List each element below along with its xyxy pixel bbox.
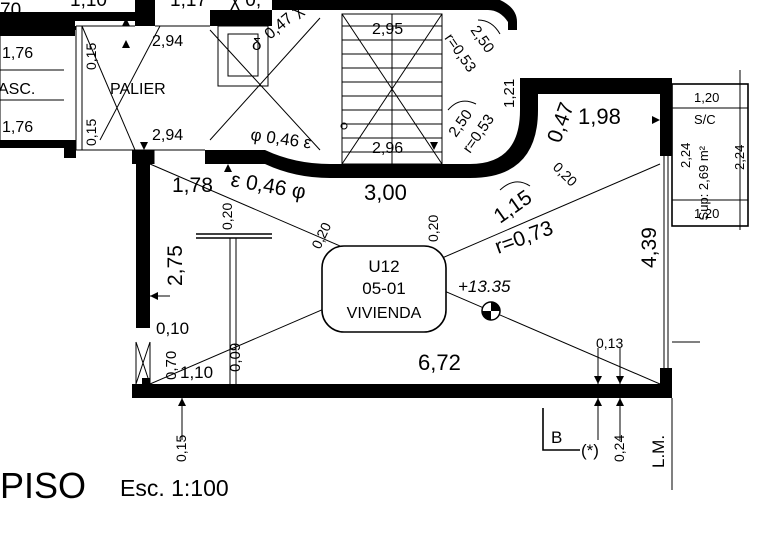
dim-stair-r1: 2,50 — [467, 23, 498, 57]
dim-annex-120-top: 1,20 — [694, 90, 719, 105]
wall-top-right — [210, 10, 272, 26]
dim-room-198: 1,98 — [578, 104, 621, 129]
dim-room-020-c: 0,20 — [425, 215, 441, 242]
dim-room-178: 1,78 — [172, 174, 213, 197]
level-value: +13.35 — [458, 277, 511, 296]
dim-bottom-024: 0,24 — [611, 435, 627, 462]
dim-annex-224-a: 2,24 — [678, 143, 693, 168]
dim-room-115: 1,15 — [490, 186, 537, 228]
unit-number: 05-01 — [362, 279, 405, 298]
dim-landing-bottom: 2,94 — [152, 127, 183, 144]
wall-room-left — [136, 150, 150, 328]
wall-curve-lower — [205, 78, 538, 178]
walls — [0, 0, 672, 398]
unit-label: U12 05-01 VIVIENDA — [321, 245, 447, 333]
unit-code: U12 — [368, 257, 399, 276]
title: PISO — [0, 465, 86, 506]
wall-landing-top — [75, 12, 135, 21]
section-marker: B — [551, 428, 562, 447]
dim-room-275: 2,75 — [164, 245, 187, 286]
section-marker-outline — [542, 408, 580, 451]
wall-landing-left-top — [64, 26, 76, 30]
dim-room-010: 0,10 — [156, 319, 189, 338]
wall-landing-left — [64, 140, 76, 158]
dim-landing-side-1: 0,15 — [83, 43, 99, 70]
unit-use: VIVIENDA — [347, 305, 422, 322]
dim-room-009: 0,09 — [227, 343, 244, 372]
dim-room-047: 0,47 — [543, 99, 579, 145]
dim-room-110: 1,10 — [180, 363, 213, 382]
unit-label-box — [321, 245, 447, 333]
dim-stair-top: 2,95 — [372, 21, 403, 38]
dim-elevator-2: 1,76 — [2, 119, 33, 136]
dim-stair-bottom: 2,96 — [372, 140, 403, 157]
room-landing: PALIER — [110, 81, 166, 98]
dim-landing-top: 2,94 — [152, 33, 183, 50]
annex-storage — [671, 83, 749, 227]
dim-room-020-b: 0,20 — [308, 220, 334, 252]
dim-room-020-right: 0,20 — [550, 159, 581, 190]
wall-room-top — [520, 78, 672, 94]
dim-top-right-chi: χ 0, — [230, 0, 261, 11]
dim-room-672: 6,72 — [418, 350, 461, 375]
dim-elevator-1: 1,76 — [2, 45, 33, 62]
annex-area: Sup: 2,69 m² — [696, 145, 711, 220]
dim-annex-224-b: 2,24 — [732, 145, 747, 170]
wall-room-right-bottom — [660, 368, 672, 398]
room-elevator: ASC. — [0, 81, 35, 98]
scale: Esc. 1:100 — [120, 475, 229, 501]
annex-label: S/C — [694, 112, 716, 127]
note-marker: (*) — [581, 441, 599, 460]
dim-top-left-c: 1,17 — [170, 0, 207, 11]
stair-steps — [340, 13, 443, 165]
dim-room-300: 3,00 — [364, 180, 407, 205]
dim-top-left-a: 70 — [0, 0, 21, 21]
wall-landing-top-left — [0, 12, 75, 36]
dim-room-013: 0,13 — [596, 335, 623, 351]
dim-annex-120-bottom: 1,20 — [694, 206, 719, 221]
wall-room-right-top — [660, 78, 672, 156]
dim-top-left-b: 1,10 — [70, 0, 107, 11]
dim-room-439: 4,39 — [638, 227, 661, 268]
labels: PISO Esc. 1:100 PALIER ASC. S/C Sup: 2,6… — [0, 81, 716, 506]
dim-delta: δ — [252, 35, 261, 54]
dim-room-070: 0,70 — [163, 351, 180, 380]
wall-curve-upper — [272, 0, 517, 30]
wall-room-bottom — [132, 384, 672, 398]
dim-bottom-015: 0,15 — [173, 435, 189, 462]
dim-stair-121: 1,21 — [501, 79, 518, 108]
wall-top-pier — [135, 0, 155, 26]
dim-phi-eps: φ 0,46 ε — [249, 125, 313, 152]
property-line-label: L.M. — [649, 435, 668, 468]
dim-room-020-a: 0,20 — [219, 203, 235, 230]
dim-landing-side-2: 0,15 — [83, 119, 99, 146]
wall-elevator-bottom — [0, 140, 66, 148]
level-marker: +13.35 — [458, 277, 511, 321]
